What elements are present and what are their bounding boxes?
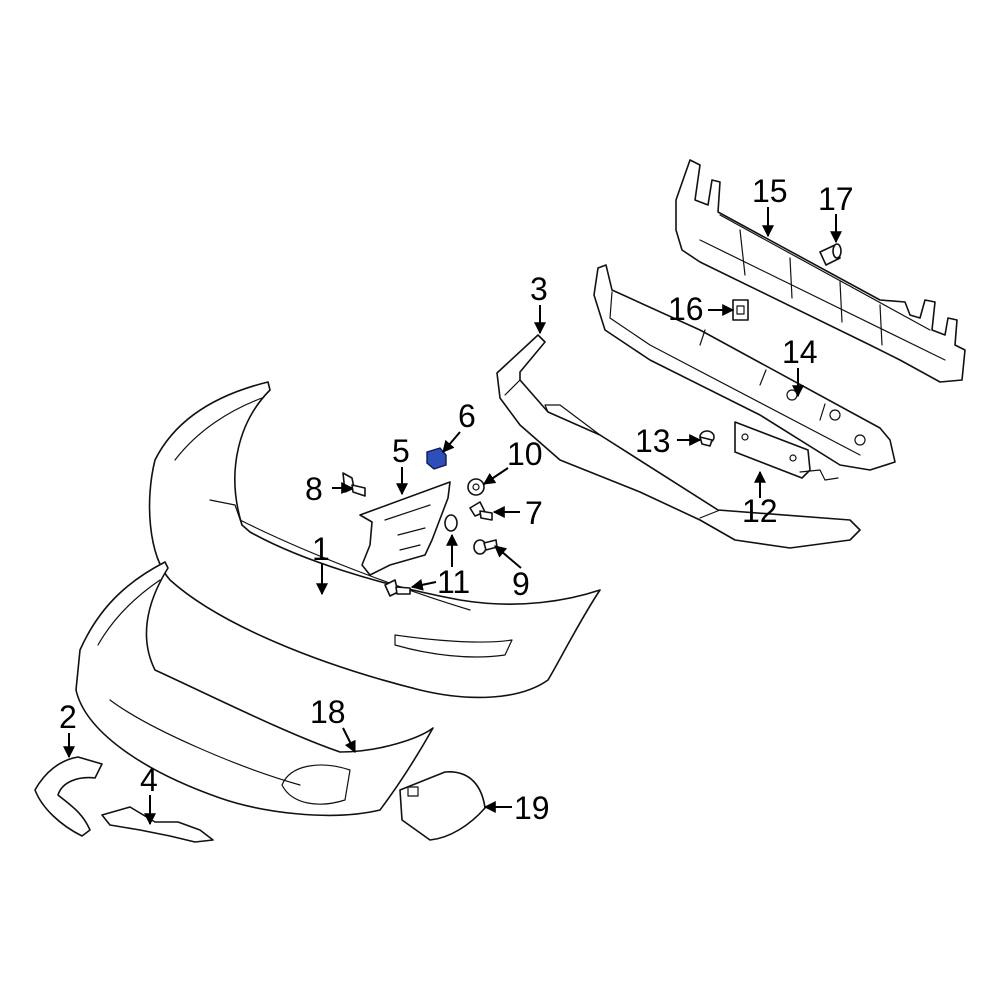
part-17-spacer[interactable]	[819, 243, 842, 266]
callout-12: 12	[742, 493, 778, 529]
part-4-grille-insert[interactable]	[101, 806, 214, 843]
callout-8: 8	[305, 471, 323, 507]
callout-10: 10	[507, 436, 543, 472]
callout-11: 11	[437, 564, 470, 600]
callout-15: 15	[752, 173, 788, 209]
leader-lines	[63, 207, 842, 826]
part-14-impact-bar[interactable]	[593, 264, 896, 471]
callout-1: 1	[312, 531, 330, 567]
part-12-plate-bracket[interactable]	[734, 421, 839, 481]
callout-4: 4	[140, 762, 158, 798]
callout-6: 6	[458, 398, 476, 434]
part-2-side-trim[interactable]	[34, 756, 103, 837]
part-1-bumper-cover[interactable]	[148, 381, 601, 699]
callout-13: 13	[635, 423, 671, 459]
part-13-push-pin[interactable]	[699, 430, 715, 447]
callout-5: 5	[392, 433, 410, 469]
part-10-washer[interactable]	[467, 478, 485, 496]
part-19-lamp-cover[interactable]	[399, 771, 486, 841]
part-11-grommet[interactable]	[444, 514, 458, 532]
part-9-push-pin[interactable]	[473, 539, 498, 555]
callout-14: 14	[782, 334, 818, 370]
callout-3: 3	[530, 271, 548, 307]
part-11-screw[interactable]	[384, 579, 411, 597]
part-5-bracket[interactable]	[359, 481, 451, 576]
part-8-bolt[interactable]	[342, 472, 366, 497]
part-16-clip-nut[interactable]	[732, 299, 749, 321]
callout-2: 2	[59, 699, 77, 735]
callout-7: 7	[525, 495, 543, 531]
callout-17: 17	[818, 181, 854, 217]
callout-9: 9	[512, 566, 530, 602]
callout-18: 18	[310, 694, 346, 730]
part-3-valance[interactable]	[496, 334, 861, 549]
part-18-lower-cover[interactable]	[75, 561, 434, 817]
callout-labels: 1 2 3 4 5 6 7 8 9 10 11 12 13 14 15 16 1…	[59, 173, 854, 826]
callout-16: 16	[668, 291, 704, 327]
part-7-screw[interactable]	[469, 501, 493, 521]
callout-19: 19	[514, 790, 550, 826]
part-6-clip[interactable]	[426, 447, 447, 470]
part-15-energy-absorber[interactable]	[675, 159, 966, 383]
